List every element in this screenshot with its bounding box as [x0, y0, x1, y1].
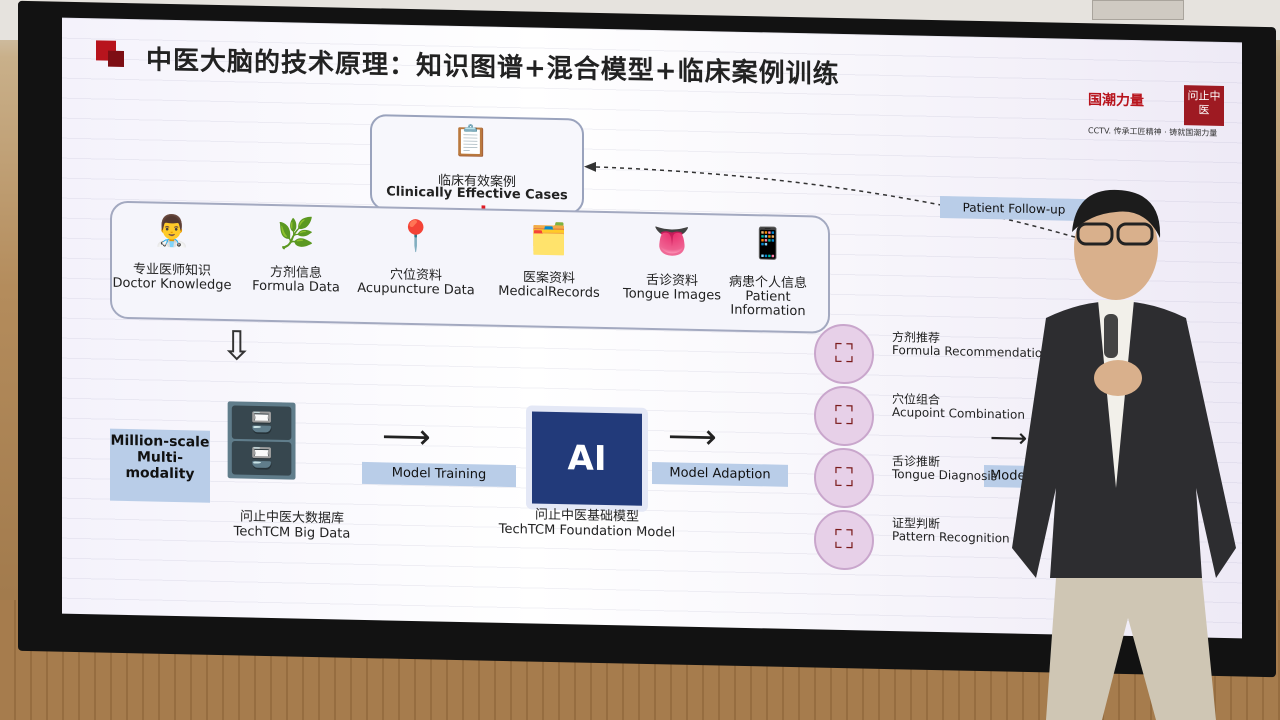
source-en: Formula Data	[252, 278, 340, 296]
ceiling-vent	[1092, 0, 1184, 20]
output-label: 穴位组合 Acupoint Combination	[892, 392, 1025, 422]
source-patient-information: 📱 病患个人信息 Patient Information	[708, 215, 828, 332]
model-training-tag: Model Training	[362, 461, 516, 488]
brand-block: 国潮力量 问止中医 CCTV. 传承工匠精神 · 铸就国潮力量	[1088, 85, 1238, 148]
neural-net-icon: ⛶	[814, 323, 874, 385]
neural-net-icon: ⛶	[814, 509, 874, 571]
down-arrow-icon: ⇩	[220, 322, 254, 370]
source-en: Patient Information	[730, 288, 806, 320]
medical-folder-icon: 🗂️	[530, 221, 568, 258]
presenter	[1012, 189, 1236, 720]
source-en: MedicalRecords	[498, 283, 600, 301]
source-en: Doctor Knowledge	[112, 275, 232, 294]
brand-name: 国潮力量	[1088, 92, 1144, 110]
source-formula-data: 🌿 方剂信息 Formula Data	[236, 205, 356, 322]
ai-chip-icon: AI	[526, 405, 648, 512]
neural-net-icon: ⛶	[814, 385, 874, 447]
doctor-icon: 👨‍⚕️	[153, 213, 191, 250]
source-doctor-knowledge: 👨‍⚕️ 专业医师知识 Doctor Knowledge	[112, 203, 232, 320]
brand-tagline: CCTV. 传承工匠精神 · 铸就国潮力量	[1088, 126, 1218, 138]
patient-phone-icon: 📱	[749, 226, 787, 262]
data-sources-box: 👨‍⚕️ 专业医师知识 Doctor Knowledge 🌿 方剂信息 Form…	[110, 200, 830, 334]
million-scale-tag: Million-scale Multi-modality	[110, 428, 210, 503]
projection-screen: 中医大脑的技术原理：知识图谱+混合模型+临床案例训练 国潮力量 问止中医 CCT…	[62, 17, 1242, 639]
document-search-icon: 📋	[452, 123, 490, 160]
brand-seal: 问止中医	[1184, 85, 1224, 126]
foundation-model-label: 问止中医基础模型 TechTCM Foundation Model	[492, 507, 682, 541]
output-en: Acupoint Combination	[892, 405, 1025, 422]
output-label: 证型判断 Pattern Recognition	[892, 516, 1010, 546]
source-medical-records: 🗂️ 医案资料 MedicalRecords	[484, 210, 614, 327]
output-label: 舌诊推断 Tongue Diagnosis	[892, 454, 997, 484]
neural-net-icon: ⛶	[814, 447, 874, 509]
big-data-label: 问止中医大数据库 TechTCM Big Data	[192, 508, 392, 542]
source-en: Acupuncture Data	[357, 280, 475, 299]
output-en: Pattern Recognition	[892, 529, 1010, 546]
mortar-herb-icon: 🌿	[277, 216, 315, 252]
title-logo-square-dark	[108, 50, 124, 67]
database-server-icon: 🗄️	[218, 398, 306, 483]
follow-up-dashed-arrow	[584, 161, 1111, 249]
acupuncture-needles-icon: 📍	[397, 218, 435, 255]
right-arrow-icon: ⟶	[668, 416, 717, 458]
source-acupuncture-data: 📍 穴位资料 Acupuncture Data	[356, 208, 476, 325]
model-adaption-tag: Model Adaption	[652, 462, 788, 487]
output-en: Tongue Diagnosis	[892, 467, 997, 484]
right-arrow-icon: ⟶	[382, 416, 431, 458]
